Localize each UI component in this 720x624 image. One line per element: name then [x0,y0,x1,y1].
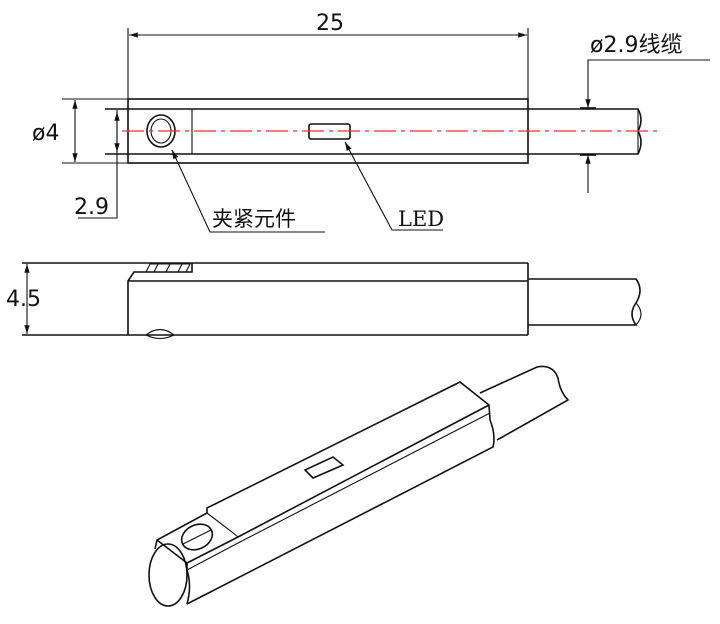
cable-side-view [528,278,641,326]
clamp-step [127,263,193,335]
offset-dimension: 2.9 [74,195,109,220]
side-view: 4.5 [6,262,642,340]
screw-bottom [145,328,176,340]
cable-dimension: ø2.9线缆 [590,33,682,58]
diameter-dimension: ø4 [32,121,59,146]
height-dimension: 4.5 [6,287,41,312]
clamp-front [156,539,191,605]
cable-iso [479,365,570,441]
screw-iso [180,523,214,551]
led-leader [344,141,443,231]
led-window-iso [303,456,345,479]
step-edge [206,512,239,538]
length-dimension: 25 [316,11,344,36]
screw-slot [182,529,212,545]
top-view: 25 ø4 2.9 ø2.9线缆 夹紧元件 LED [32,11,710,233]
block-edge [186,404,490,564]
body-iso [154,381,495,605]
cable-end-curve [635,302,642,326]
clamp-label: 夹紧元件 [212,207,296,231]
screw-side [145,263,191,273]
cable-leader [585,59,710,108]
cylinder-end [148,543,188,607]
clamp-leader [171,149,325,233]
isometric-view [148,365,570,607]
led-label: LED [398,207,444,231]
block-lower-edge [186,412,491,571]
